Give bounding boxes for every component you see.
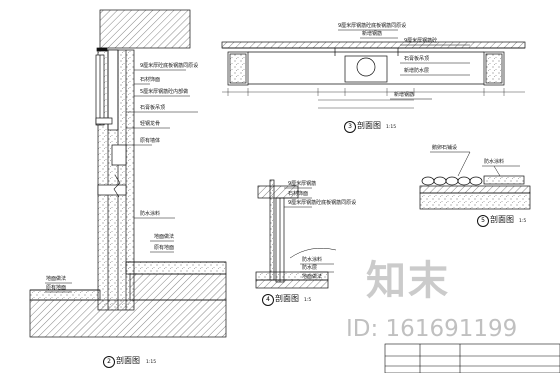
annotation: 防水涂料 — [302, 257, 323, 263]
view-title: 剖面图 — [275, 294, 299, 303]
annotation: 防水涂料 — [484, 159, 505, 165]
view-scale: 1:5 — [304, 298, 312, 303]
annotation: 原有墙体 — [140, 138, 161, 144]
view-title: 剖面图 — [490, 215, 514, 224]
annotation: 9厘米厚钢筋砼底板钢筋同原设 — [288, 200, 357, 206]
watermark-id: ID: 161691199 — [346, 316, 518, 342]
annotation: 9厘米厚钢筋 — [288, 181, 317, 187]
annotation: 原有地面 — [46, 285, 67, 291]
annotation: 原有地面 — [154, 245, 175, 251]
view-scale: 1:15 — [146, 360, 157, 365]
annotation: 新增钢筋 — [362, 31, 383, 37]
left-section-view — [29, 9, 227, 338]
view-title: 剖面图 — [357, 121, 381, 130]
annotation: 5厘米厚钢筋砼内部做 — [140, 89, 189, 95]
annotation: 9厘米厚砼底板钢筋同原设 — [140, 63, 199, 69]
top-section-view — [221, 29, 526, 109]
annotation: 防水涂料 — [140, 211, 161, 217]
annotation: 新增防水层 — [404, 68, 430, 74]
watermark-logo: 知末 — [366, 258, 450, 304]
view-mark: 2 — [103, 356, 115, 368]
view-scale: 1:5 — [519, 219, 527, 224]
annotation: 地面做法 — [302, 274, 323, 280]
annotation: 9厘米厚钢筋砼底板钢筋同原设 — [338, 23, 407, 29]
annotation: 轻钢龙骨 — [140, 121, 161, 127]
annotation: 鹅卵石铺设 — [432, 145, 458, 151]
annotation: 石材饰面 — [288, 191, 309, 197]
annotation: 地面做法 — [154, 234, 175, 240]
annotation: 新增钢筋 — [394, 92, 415, 98]
annotation: 防水层 — [302, 265, 318, 271]
annotation: 9厘米厚钢筋砼 — [404, 38, 438, 44]
annotation: 石膏板吊顶 — [404, 56, 430, 62]
right-section-view — [419, 151, 531, 210]
annotation: 地面做法 — [46, 276, 67, 282]
middle-section-view — [255, 179, 337, 289]
annotation: 石膏板吊顶 — [140, 105, 166, 111]
view-mark: 5 — [477, 215, 489, 227]
title-block — [384, 343, 560, 373]
view-scale: 1:15 — [386, 125, 397, 130]
view-title: 剖面图 — [116, 356, 140, 365]
view-mark: 4 — [262, 294, 274, 306]
view-mark: 3 — [344, 121, 356, 133]
annotation: 石材饰面 — [140, 77, 161, 83]
